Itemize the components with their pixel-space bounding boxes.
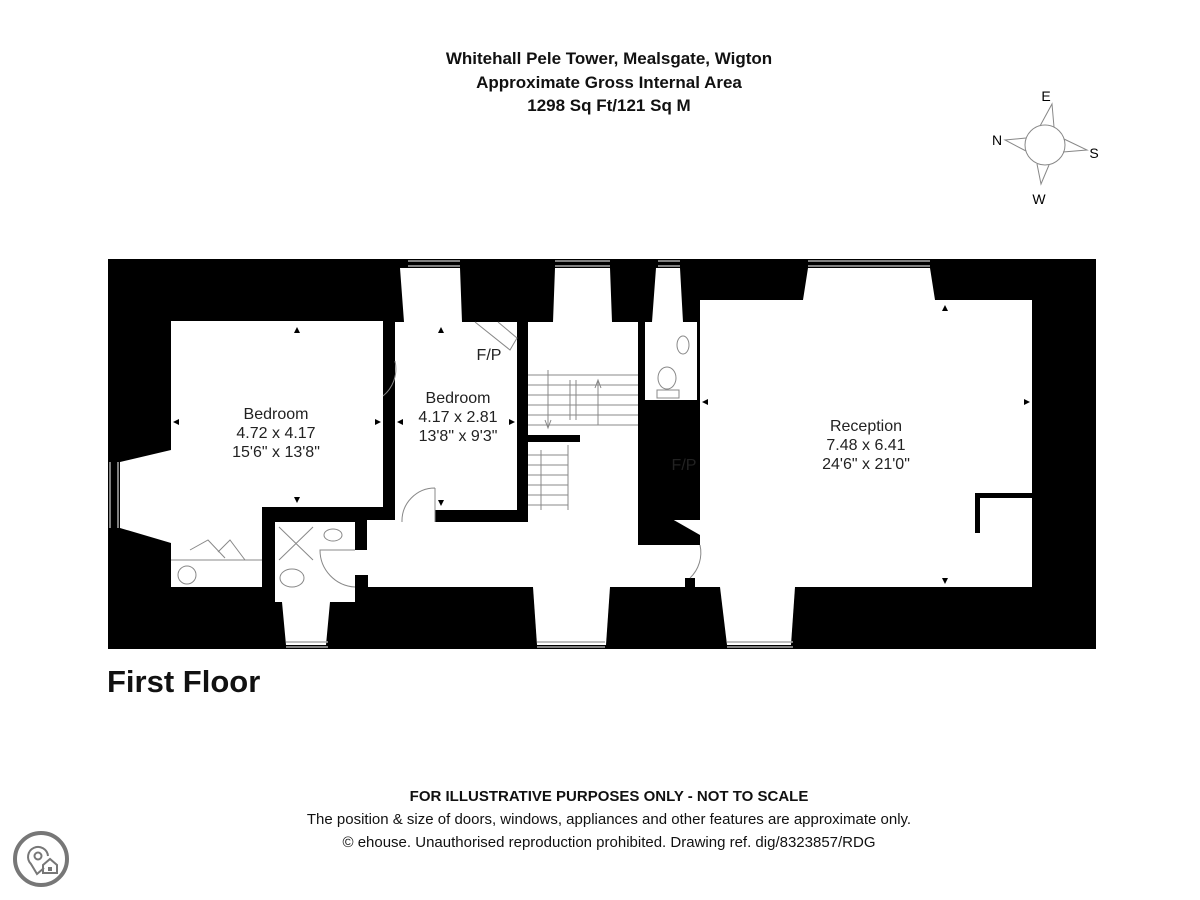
room-label-reception: Reception (830, 418, 902, 435)
disclaimer-text: The position & size of doors, windows, a… (306, 811, 912, 828)
compass-s: S (1089, 145, 1098, 161)
room-metric-reception: 7.48 x 6.41 (826, 437, 905, 454)
disclaimer-heading: FOR ILLUSTRATIVE PURPOSES ONLY - NOT TO … (409, 788, 809, 805)
room-imperial-bedroom-1: 15'6" x 13'8" (232, 444, 320, 461)
copyright-text: © ehouse. Unauthorised reproduction proh… (342, 834, 876, 851)
gross-area: 1298 Sq Ft/121 Sq M (527, 96, 691, 115)
room-imperial-bedroom-2: 13'8" x 9'3" (419, 428, 498, 445)
room-label-bedroom-1: Bedroom (244, 406, 309, 423)
compass-w: W (1032, 191, 1046, 207)
room-spaces (120, 268, 1032, 645)
room-metric-bedroom-2: 4.17 x 2.81 (418, 409, 497, 426)
floor-name: First Floor (107, 664, 261, 699)
compass-icon: E N S W (992, 88, 1099, 207)
room-imperial-reception: 24'6" x 21'0" (822, 456, 910, 473)
property-title: Whitehall Pele Tower, Mealsgate, Wigton (445, 49, 773, 68)
fireplace-label-bedroom: F/P (477, 347, 502, 364)
room-label-bedroom-2: Bedroom (426, 390, 491, 407)
ehouse-logo-icon (13, 831, 69, 887)
area-subtitle: Approximate Gross Internal Area (476, 73, 742, 92)
compass-n: N (992, 132, 1002, 148)
room-metric-bedroom-1: 4.72 x 4.17 (236, 425, 315, 442)
fireplace-label-reception: F/P (672, 457, 697, 474)
compass-e: E (1041, 88, 1050, 104)
